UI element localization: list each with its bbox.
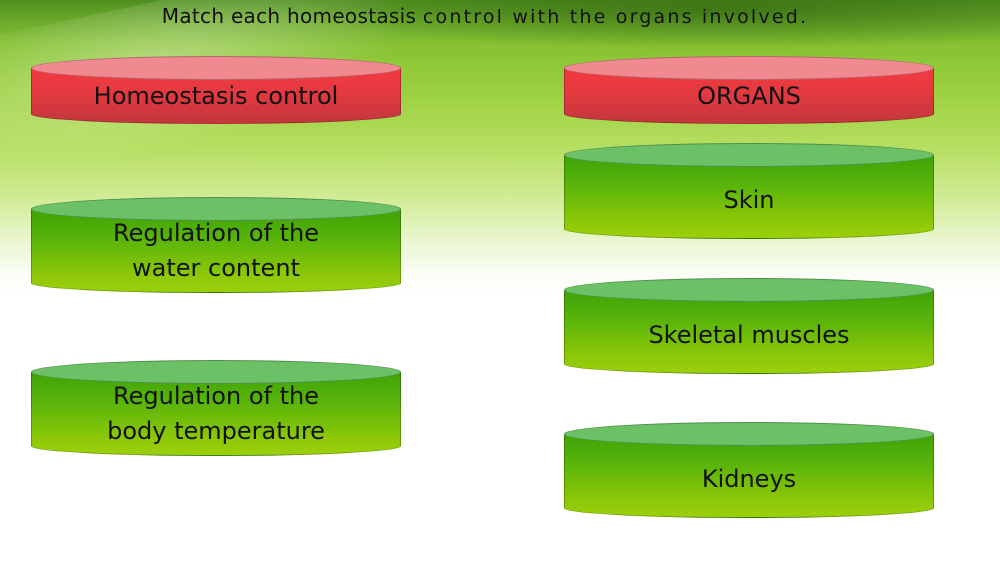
organ-card-skin[interactable]: Skin <box>564 143 934 239</box>
organ-label: Kidneys <box>701 464 797 493</box>
header-organs: ORGANS <box>564 56 934 124</box>
cylinder-top <box>31 360 401 384</box>
organ-label: Skin <box>723 185 775 214</box>
control-label-line1: Regulation of the <box>113 219 319 247</box>
cylinder-top <box>564 56 934 80</box>
header-label: ORGANS <box>697 81 801 110</box>
instruction-part2: control with the organs involved. <box>422 6 809 28</box>
cylinder-top <box>564 278 934 302</box>
header-homeostasis-control: Homeostasis control <box>31 56 401 124</box>
organ-card-skeletal-muscles[interactable]: Skeletal muscles <box>564 278 934 374</box>
control-card-water-content[interactable]: Regulation of the water content <box>31 197 401 293</box>
cylinder-body <box>31 372 401 456</box>
background-shade <box>0 0 1000 60</box>
instruction-title: Match each homeostasis control with the … <box>0 4 970 28</box>
cylinder-body <box>31 209 401 293</box>
control-label-line1: Regulation of the <box>113 382 319 410</box>
organ-card-kidneys[interactable]: Kidneys <box>564 422 934 518</box>
cylinder-top <box>564 143 934 167</box>
header-label: Homeostasis control <box>93 81 339 110</box>
cylinder-top <box>31 56 401 80</box>
cylinder-top <box>564 422 934 446</box>
cylinder-body <box>564 290 934 374</box>
instruction-part1: Match each homeostasis <box>161 4 417 28</box>
cylinder-top <box>31 197 401 221</box>
organ-label: Skeletal muscles <box>648 320 850 349</box>
cylinder-body <box>564 155 934 239</box>
control-card-body-temperature[interactable]: Regulation of the body temperature <box>31 360 401 456</box>
control-label-line2: water content <box>132 254 300 282</box>
cylinder-body <box>564 434 934 518</box>
control-label-line2: body temperature <box>107 417 325 445</box>
